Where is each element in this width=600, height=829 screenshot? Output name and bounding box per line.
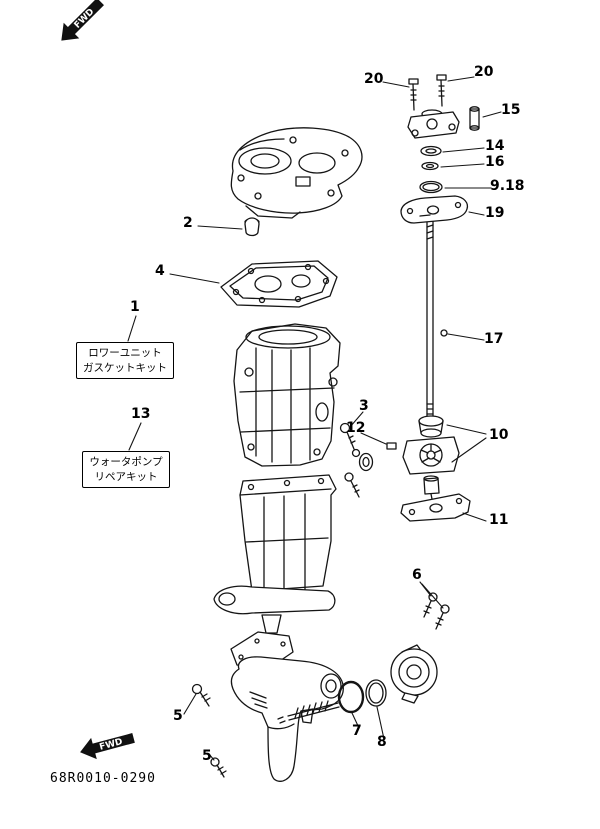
callout-15: 15 — [501, 102, 521, 118]
kit1-line1: ロワーユニット — [88, 346, 162, 359]
callout-10: 10 — [489, 427, 509, 443]
callout-13: 13 — [131, 406, 151, 422]
callout-2: 2 — [183, 215, 193, 231]
grommet-part2 — [244, 217, 260, 237]
callout-9-18: 9.18 — [490, 178, 525, 194]
fwd-arrow-bottom-shape — [80, 733, 135, 760]
fwd-arrow-top: FWD — [51, 0, 110, 51]
water-pump-impeller-assembly — [402, 415, 460, 505]
fwd-arrow-bottom: FWD — [76, 725, 139, 765]
callout-16: 16 — [485, 154, 505, 170]
callout-1: 1 — [130, 299, 140, 315]
dowel-pin-part15 — [469, 106, 480, 131]
callout-14: 14 — [485, 138, 505, 154]
kit2-line1: ウォータポンプ — [89, 455, 163, 468]
fwd-arrow-bottom-text: FWD — [98, 737, 123, 753]
bolts-part6 — [423, 592, 450, 630]
callout-6: 6 — [412, 567, 422, 583]
stud-bolts-part20 — [408, 74, 447, 111]
lower-casing — [213, 474, 337, 634]
washer-part14 — [420, 145, 442, 157]
oring-part7 — [337, 680, 365, 714]
woodruff-key-part12 — [386, 442, 397, 450]
lower-unit-gasket-kit-label: ロワーユニット ガスケットキット — [76, 342, 174, 379]
gear-housing — [230, 656, 344, 782]
callout-20-right: 20 — [474, 64, 494, 80]
callout-12: 12 — [346, 420, 366, 436]
plate-part11 — [400, 493, 471, 522]
upper-casing — [233, 323, 341, 467]
drive-shaft — [426, 215, 434, 421]
plate-part19 — [400, 195, 469, 224]
clip-part17 — [440, 329, 448, 337]
exhaust-guide-casting — [230, 127, 363, 219]
oring-part9-18 — [419, 180, 443, 194]
prop-shaft-spring — [277, 700, 340, 724]
callout-8: 8 — [377, 734, 387, 750]
callout-19: 19 — [485, 205, 505, 221]
bolt-part5-upper — [191, 683, 211, 707]
kit2-line2: リペアキット — [94, 470, 158, 483]
fwd-arrow-top-shape — [61, 0, 104, 41]
gasket-part4 — [220, 260, 338, 308]
water-pump-repair-kit-label: ウォータポンプ リペアキット — [82, 451, 170, 488]
pump-housing-base — [407, 109, 460, 139]
callout-11: 11 — [489, 512, 509, 528]
fwd-arrow-top-text: FWD — [73, 7, 97, 31]
leader-lines — [127, 76, 502, 761]
bolt-part5-lower — [210, 757, 227, 778]
callout-4: 4 — [155, 263, 165, 279]
ring-part8 — [365, 679, 387, 707]
callout-20-left: 20 — [364, 71, 384, 87]
diagram-part-code: 68R0010-0290 — [50, 771, 156, 786]
bolt-part3-cluster — [339, 422, 374, 498]
kit1-line2: ガスケットキット — [83, 361, 167, 374]
callout-3: 3 — [359, 398, 369, 414]
callout-5-upper: 5 — [173, 708, 183, 724]
washer-part16 — [421, 161, 439, 171]
bearing-carrier — [390, 644, 438, 704]
callout-5-lower: 5 — [202, 748, 212, 764]
callout-17: 17 — [484, 331, 504, 347]
callout-7: 7 — [352, 723, 362, 739]
